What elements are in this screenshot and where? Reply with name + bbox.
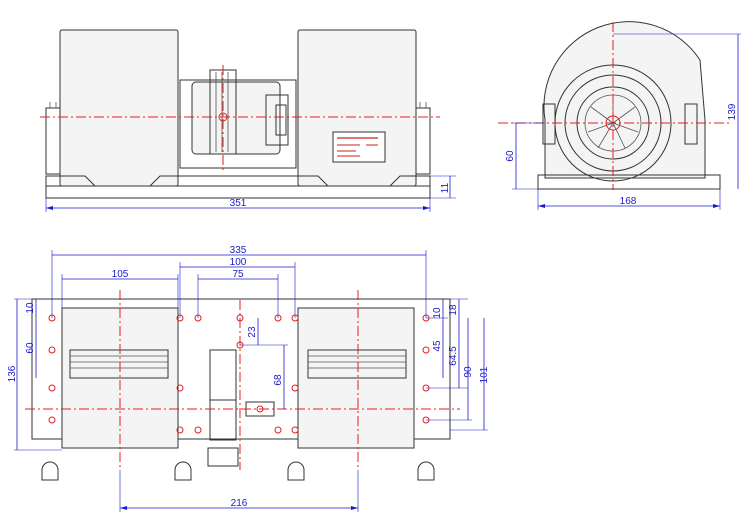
dim-105: 105: [112, 269, 129, 280]
dim-90-right: 90: [463, 366, 474, 378]
dim-60-left: 60: [25, 342, 36, 354]
motor-frame: [179, 79, 297, 169]
dim-100: 100: [230, 257, 247, 268]
dim-23: 23: [247, 326, 258, 338]
mounting-holes: [48, 314, 430, 434]
dim-68: 68: [273, 374, 284, 386]
right-blower-housing: [297, 29, 417, 187]
side-base: [537, 174, 721, 190]
foot-2: [174, 461, 192, 481]
dim-101-right: 101: [479, 366, 490, 383]
dim-139: 139: [727, 103, 738, 120]
right-bracket: [415, 107, 431, 175]
left-blower-housing: [59, 29, 179, 187]
side-left-mount: [542, 103, 556, 145]
dim-10-right: 10: [432, 307, 443, 319]
dim-335: 335: [230, 245, 247, 256]
dim-60-side: 60: [505, 150, 516, 162]
side-right-mount: [684, 103, 698, 145]
left-bracket: [45, 107, 61, 175]
motor-foot: [209, 399, 237, 441]
left-outlet: [69, 349, 169, 379]
dim-216: 216: [231, 498, 248, 509]
foot-1: [41, 461, 59, 481]
side-view: 168 139 60: [498, 21, 741, 210]
front-view: 351 11: [40, 29, 456, 212]
foot-3: [287, 461, 305, 481]
dim-64-5-right: 64.5: [448, 346, 459, 366]
base-plate: [45, 185, 431, 199]
right-outlet: [307, 349, 407, 379]
motor-bracket: [209, 349, 237, 401]
dim-75: 75: [232, 269, 244, 280]
terminal-box: [275, 104, 287, 136]
foot-4: [417, 461, 435, 481]
dim-351: 351: [230, 198, 247, 209]
motor-end-cap: [265, 94, 289, 146]
mounting-plate: [31, 298, 451, 440]
dim-45-right: 45: [432, 340, 443, 352]
dim-11: 11: [440, 182, 451, 193]
top-view: 335 100 105 75 136 10 60 10 18 45: [7, 245, 490, 512]
dim-10-left: 10: [25, 302, 36, 314]
dim-136: 136: [7, 365, 18, 382]
spec-plate: [332, 131, 386, 163]
dim-18-right: 18: [448, 304, 459, 316]
dim-168: 168: [620, 196, 637, 207]
motor-tail: [207, 447, 239, 467]
